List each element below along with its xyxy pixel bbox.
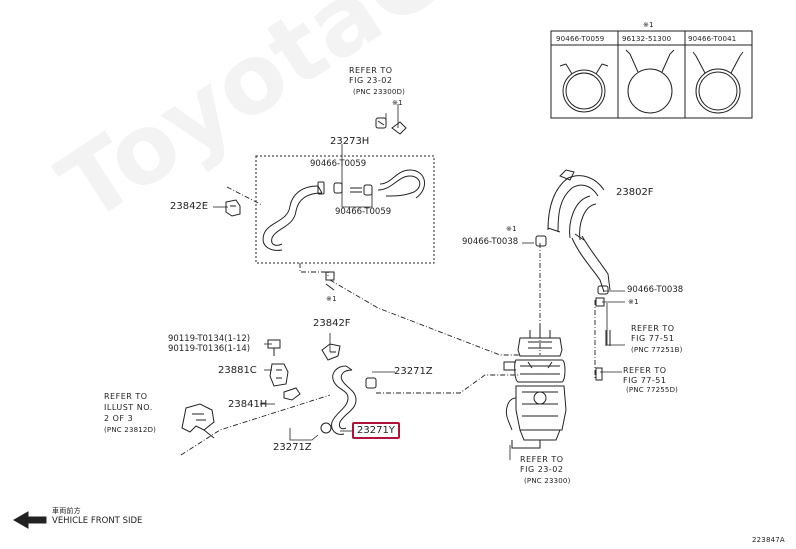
- clip-23841H: [283, 387, 301, 401]
- refer-r2-line3: (PNC 77255D): [626, 386, 679, 394]
- star-note-d: ※1: [628, 298, 639, 306]
- star-note-c: ※1: [506, 225, 517, 233]
- part-23842E[interactable]: 23842E: [170, 201, 209, 212]
- refer-r2-line2: FIG 77-51: [623, 376, 667, 385]
- hose-23273H: [262, 169, 425, 251]
- part-90466-T0059-b[interactable]: 90466-T0059: [335, 207, 392, 217]
- clip-23842E: [225, 199, 241, 217]
- canister: [503, 326, 567, 449]
- part-23841H[interactable]: 23841H: [228, 399, 268, 410]
- part-23802F[interactable]: 23802F: [616, 187, 654, 198]
- part-23271Y-highlighted[interactable]: 23271Y: [352, 422, 400, 439]
- bolt-top: [375, 117, 407, 135]
- part-23881C[interactable]: 23881C: [218, 365, 257, 376]
- part-90119-T0136[interactable]: 90119-T0136(1-14): [168, 344, 251, 354]
- refer-l-line1: REFER TO: [104, 392, 148, 401]
- part-23271Z-b[interactable]: 23271Z: [273, 442, 312, 453]
- refer-b-line3: (PNC 23300): [524, 477, 571, 485]
- refer-b-line1: REFER TO: [520, 455, 564, 464]
- legend-col-3: 90466-T0041: [688, 35, 737, 43]
- figure-number: 223847A: [752, 536, 785, 544]
- refer-r1-line2: FIG 77-51: [631, 334, 675, 343]
- refer-top-line1: REFER TO: [349, 66, 393, 75]
- part-90466-T0038-b[interactable]: 90466-T0038: [627, 285, 684, 295]
- star-note-b: ※1: [326, 295, 337, 303]
- part-90466-T0059-a[interactable]: 90466-T0059: [310, 159, 367, 169]
- refer-l-line3: 2 OF 3: [104, 414, 134, 423]
- refer-r2-line1: REFER TO: [623, 366, 667, 375]
- bracket-23881C: [269, 363, 289, 387]
- part-23273H[interactable]: 23273H: [330, 136, 370, 147]
- refer-b-line2: FIG 23-02: [520, 465, 564, 474]
- refer-top-line2: FIG 23-02: [349, 76, 393, 85]
- part-23271Z-a[interactable]: 23271Z: [394, 366, 433, 377]
- bracket-23842F: [321, 343, 341, 361]
- refer-top-line3: (PNC 23300D): [353, 88, 406, 96]
- vehicle-front-jp: 車両前方: [52, 507, 81, 515]
- hose-23802F: [535, 169, 611, 295]
- legend-col-1: 90466-T0059: [556, 35, 605, 43]
- bolt-90119: [267, 339, 281, 356]
- vehicle-front-label: VEHICLE FRONT SIDE: [52, 516, 143, 526]
- legend-star-note: ※1: [643, 21, 654, 29]
- refer-r1-line1: REFER TO: [631, 324, 675, 333]
- clamp-legend-table: [550, 30, 753, 119]
- refer-l-line2: ILLUST NO.: [104, 403, 153, 412]
- refer-l-line4: (PNC 23812D): [104, 426, 157, 434]
- part-90119-T0134[interactable]: 90119-T0134(1-12): [168, 334, 251, 344]
- bracket-left: [181, 403, 215, 439]
- hose-23271Y: [320, 365, 377, 435]
- refer-r1-line3: (PNC 77251B): [631, 346, 683, 354]
- part-90466-T0038-a[interactable]: 90466-T0038: [462, 237, 519, 247]
- part-23842F[interactable]: 23842F: [313, 318, 351, 329]
- star-note-a: ※1: [392, 99, 403, 107]
- legend-col-2: 96132-51300: [622, 35, 672, 43]
- vehicle-front-arrow: [12, 511, 47, 529]
